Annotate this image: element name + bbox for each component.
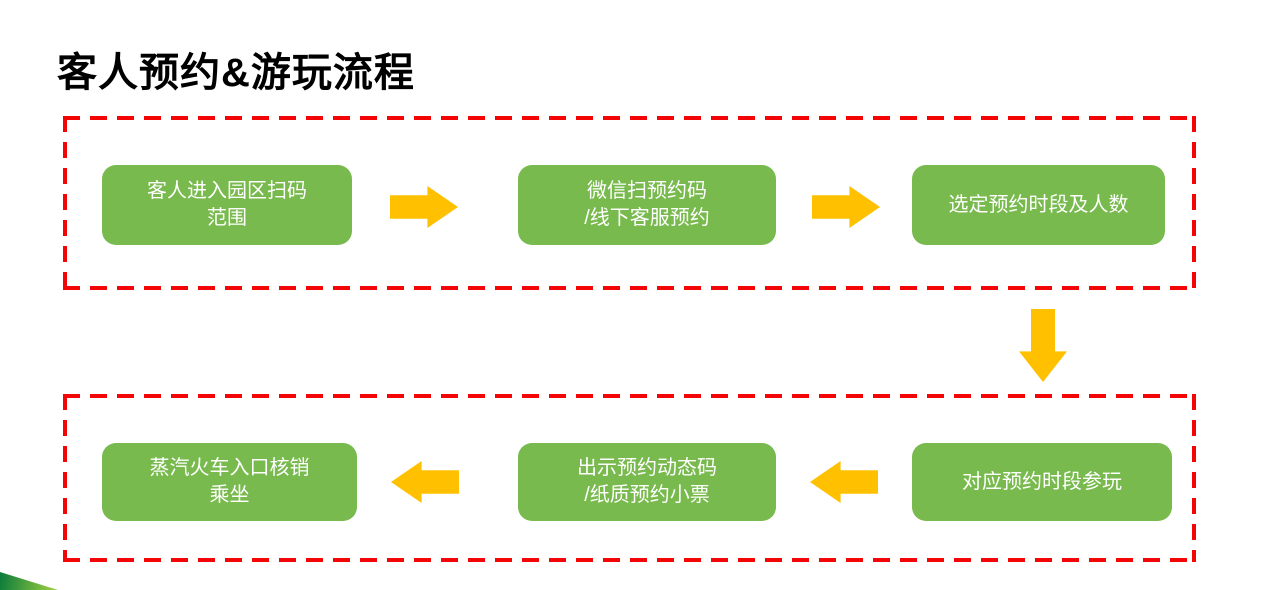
step-label: 蒸汽火车入口核销 乘坐 [149,457,310,506]
step-label: 对应预约时段参玩 [962,470,1122,493]
step-label: 微信扫预约码 /线下客服预约 [584,180,710,229]
step-select-timeslot: 选定预约时段及人数 [912,165,1165,245]
arrow-down-icon [1019,309,1067,382]
corner-decoration [0,572,58,590]
step-label: 客人进入园区扫码 范围 [147,180,307,229]
step-play-at-timeslot: 对应预约时段参玩 [912,443,1172,521]
slide-title: 客人预约&游玩流程 [57,51,415,95]
step-label: 选定预约时段及人数 [948,193,1129,216]
step-enter-scan-range: 客人进入园区扫码 范围 [102,165,352,245]
step-label: 出示预约动态码 /纸质预约小票 [577,457,717,506]
step-show-reservation-code: 出示预约动态码 /纸质预约小票 [518,443,776,521]
step-train-entrance-verify: 蒸汽火车入口核销 乘坐 [102,443,357,521]
step-wechat-scan-reserve: 微信扫预约码 /线下客服预约 [518,165,776,245]
